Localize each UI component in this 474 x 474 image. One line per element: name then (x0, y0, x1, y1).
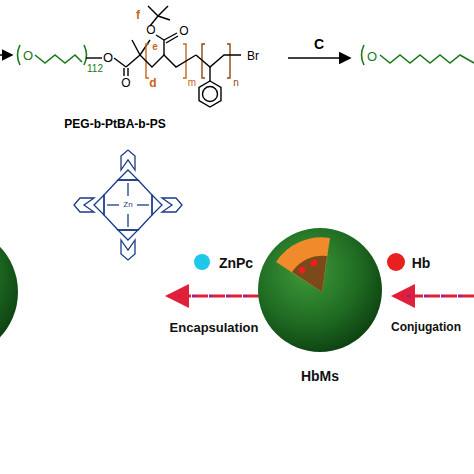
atom-label: O (367, 50, 377, 63)
subscript: n (233, 78, 239, 88)
hb-dot (387, 253, 405, 271)
znpc-dot (194, 254, 210, 270)
conjugation-arrow (394, 296, 474, 297)
atom-label: O (103, 51, 113, 64)
subscript: 112 (87, 64, 103, 74)
ptba-block (146, 44, 186, 78)
reaction-arrow (288, 58, 350, 59)
micelle-node: HbMs (255, 222, 385, 384)
peg-chain (362, 45, 474, 65)
subscript: m (188, 78, 196, 88)
step-label: Encapsulation (170, 321, 259, 334)
proton-label: d (149, 77, 156, 89)
end-group: Br (247, 50, 259, 62)
pta-core (86, 40, 150, 76)
proton-label: e (152, 42, 158, 52)
proton-label: f (136, 9, 140, 21)
step-label: Conjugation (391, 321, 461, 333)
znpc-molecule (74, 150, 182, 260)
atom-label: O (179, 25, 188, 37)
component-label: ZnPc (219, 256, 253, 270)
reaction-arrow (0, 55, 12, 56)
node-label: HbMs (301, 368, 339, 384)
step-label: C (314, 37, 324, 51)
polymer-name: PEG-b-PtBA-b-PS (64, 118, 165, 130)
atom-label: O (146, 24, 155, 36)
peg-chain (18, 45, 87, 65)
atom-label: Zn (122, 201, 133, 209)
atom-label: O (23, 49, 33, 62)
micelle-sphere (0, 226, 18, 358)
backbone (140, 6, 196, 67)
atom-label: O (121, 77, 130, 89)
hbms-sphere (258, 228, 382, 352)
component-label: Hb (412, 256, 431, 270)
styrene-unit (196, 55, 241, 107)
